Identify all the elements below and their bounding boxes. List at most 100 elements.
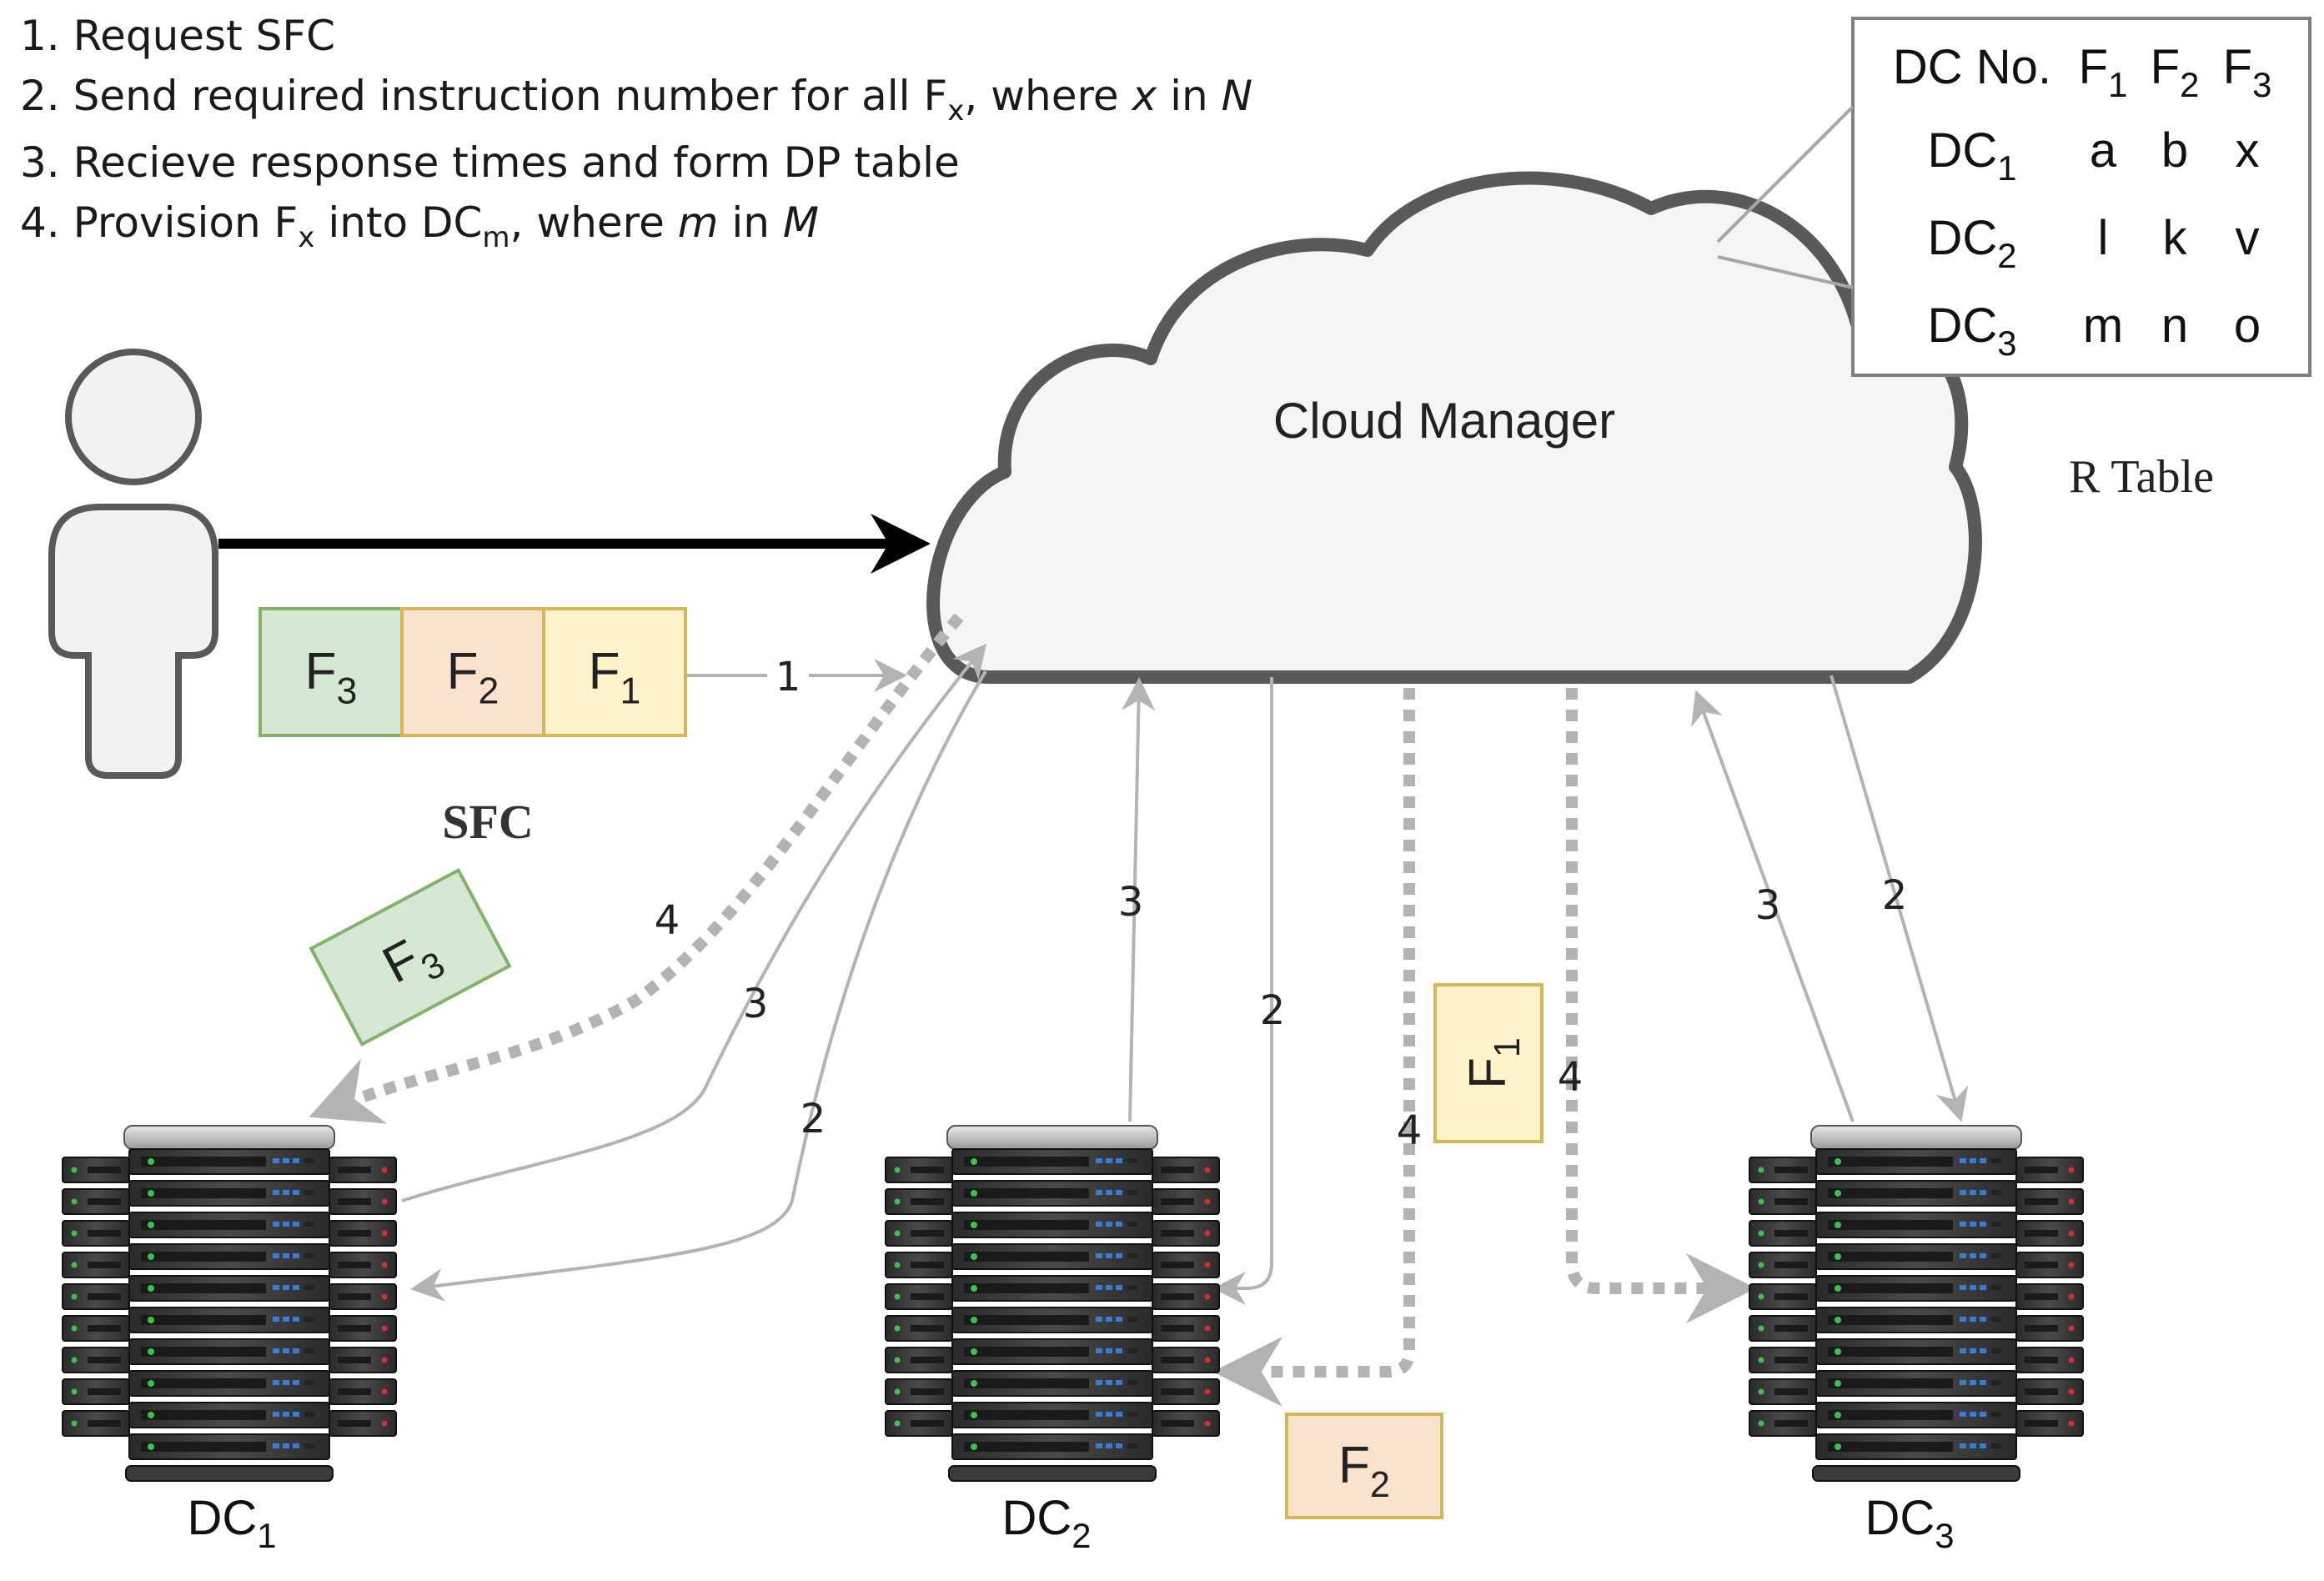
step-text-part: into DC: [314, 198, 482, 247]
r-table-cell: n: [2161, 299, 2188, 353]
server-rack-dc3: [1749, 1125, 2084, 1482]
datacenter-label-dc1-base: DC: [187, 1491, 257, 1545]
function-box-f3: F3: [309, 867, 512, 1047]
r-table-row-dc2: DC2: [1927, 211, 2016, 275]
step-3: 3. Recieve response times and form DP ta…: [20, 138, 960, 187]
sfc-box-f1: [542, 607, 687, 737]
datacenter-label-dc3: DC3: [1865, 1491, 1954, 1555]
step-text-part: in: [719, 198, 783, 247]
step-text-part: m: [678, 198, 719, 247]
r-table-header-f3-base: F: [2223, 40, 2252, 94]
sfc-box-label-f1: F1: [589, 643, 641, 711]
step-text-part: x: [1131, 72, 1157, 120]
user-icon: [48, 349, 218, 779]
server-rack-top: [946, 1125, 1158, 1150]
r-table-row-dc3-subscript: 3: [1997, 324, 2016, 363]
step-text-part: Request SFC: [73, 12, 335, 60]
r-table-row-dc1-base: DC: [1927, 123, 1997, 178]
edge-label-dc2-response: 3: [1118, 879, 1144, 926]
dc1-instruction-arrow: [410, 670, 987, 1302]
r-table-row-dc2-base: DC: [1927, 211, 1997, 265]
edge-label-dc1-instruction: 2: [801, 1096, 826, 1142]
server-rack-dc2: [885, 1125, 1220, 1482]
dc2-instruction-arrow: [1212, 677, 1273, 1305]
r-table-row-dc3-base: DC: [1927, 299, 1997, 353]
r-table-callout-top: [1716, 105, 1855, 243]
r-table-row-dc2-subscript: 2: [1997, 236, 2016, 275]
step-number: 3.: [20, 138, 73, 187]
step-text-part: in: [1157, 72, 1221, 120]
dc2-response-arrow: [1122, 677, 1156, 1122]
datacenter-label-dc1-subscript: 1: [257, 1516, 276, 1555]
function-box-f1-rect: [1433, 983, 1543, 1143]
server-rack-base: [1812, 1465, 2020, 1482]
function-box-f1-label-base: F: [1459, 1057, 1517, 1089]
sfc-box-label-f3-subscript: 3: [337, 670, 358, 711]
r-table-cell: a: [2090, 123, 2117, 178]
edge-label-request-bg: [767, 650, 809, 700]
function-box-f2-label: F2: [1338, 1437, 1390, 1505]
r-table-row-dc1-subscript: 1: [1997, 148, 2016, 188]
r-table-cell: o: [2234, 299, 2261, 353]
function-box-f2-label-subscript: 2: [1370, 1465, 1390, 1505]
server-rack-base: [125, 1465, 334, 1482]
function-box-f2: F2: [1285, 1413, 1443, 1519]
datacenter-label-dc3-base: DC: [1865, 1491, 1935, 1545]
datacenter-label-dc1: DC1: [187, 1491, 276, 1555]
dc1-provision-arrow: [309, 613, 964, 1124]
edge-label-dc2-provision: 4: [1397, 1107, 1423, 1154]
step-2: 2. Send required instruction number for …: [20, 72, 1252, 128]
r-table-header-f2: F2: [2151, 40, 2200, 104]
r-table-cell: l: [2098, 211, 2109, 265]
edge-label-request: 1: [776, 654, 801, 700]
cloud-manager-label: Cloud Manager: [1273, 393, 1615, 449]
step-text-part: Provision F: [73, 198, 299, 247]
dc3-instruction-arrow: [1830, 675, 1969, 1122]
edge-label-dc3-response: 3: [1755, 882, 1781, 929]
r-table-header-f2-base: F: [2151, 40, 2180, 94]
edge-label-dc1-provision: 4: [655, 897, 680, 944]
sfc-box-label-f2-base: F: [447, 643, 479, 700]
r-table-header-dc: DC No.: [1893, 40, 2051, 94]
r-table-cell: v: [2236, 211, 2260, 265]
r-table-header-f2-subscript: 2: [2180, 65, 2199, 104]
sfc-box-label-f3: F3: [305, 643, 358, 711]
sfc-box-label-f1-base: F: [589, 643, 620, 700]
r-table-cell: x: [2236, 123, 2260, 178]
dc3-provision-arrow: [1566, 688, 1756, 1323]
r-table-cell: k: [2163, 211, 2188, 265]
step-text-part: x: [298, 221, 314, 254]
server-rack-dc1: [62, 1125, 397, 1482]
server-rack-top: [1810, 1125, 2022, 1150]
sfc-box-label-f2: F2: [447, 643, 499, 711]
sfc-box-f2: [400, 607, 545, 737]
r-table-cell: b: [2161, 123, 2188, 178]
r-table-callout-bottom: [1717, 255, 1854, 289]
sfc-box-label-f2-subscript: 2: [479, 670, 499, 711]
server-rack-top: [123, 1125, 335, 1150]
r-table-cell: m: [2083, 299, 2123, 353]
step-text-part: m: [482, 221, 509, 254]
step-1: 1. Request SFC: [20, 12, 335, 60]
step-4: 4. Provision Fx into DCm, where m in M: [20, 198, 819, 254]
function-box-f1: F1: [1433, 983, 1543, 1143]
step-text-part: Recieve response times and form DP table: [73, 138, 960, 187]
steps-list: 1. Request SFC 2. Send required instructi…: [20, 12, 1252, 254]
datacenter-label-dc2-base: DC: [1001, 1491, 1072, 1545]
function-box-f2-label-base: F: [1338, 1437, 1370, 1494]
function-box-f1-label-subscript: 1: [1488, 1037, 1528, 1057]
step-text-part: x: [947, 94, 964, 128]
server-rack-base: [948, 1465, 1157, 1482]
function-box-f1-label: F1: [1459, 1037, 1528, 1089]
function-box-f3-rect: [309, 867, 512, 1047]
r-table-row-dc3: DC3: [1927, 299, 2016, 363]
cloud-manager-shape: [926, 171, 1982, 684]
r-table-header-f1-base: F: [2079, 40, 2108, 94]
sfc-box-label-f1-subscript: 1: [620, 670, 641, 711]
function-box-f2-rect: [1285, 1413, 1443, 1519]
edge-label-dc3-instruction: 2: [1882, 872, 1908, 919]
dc1-response-arrow: [401, 643, 987, 1202]
